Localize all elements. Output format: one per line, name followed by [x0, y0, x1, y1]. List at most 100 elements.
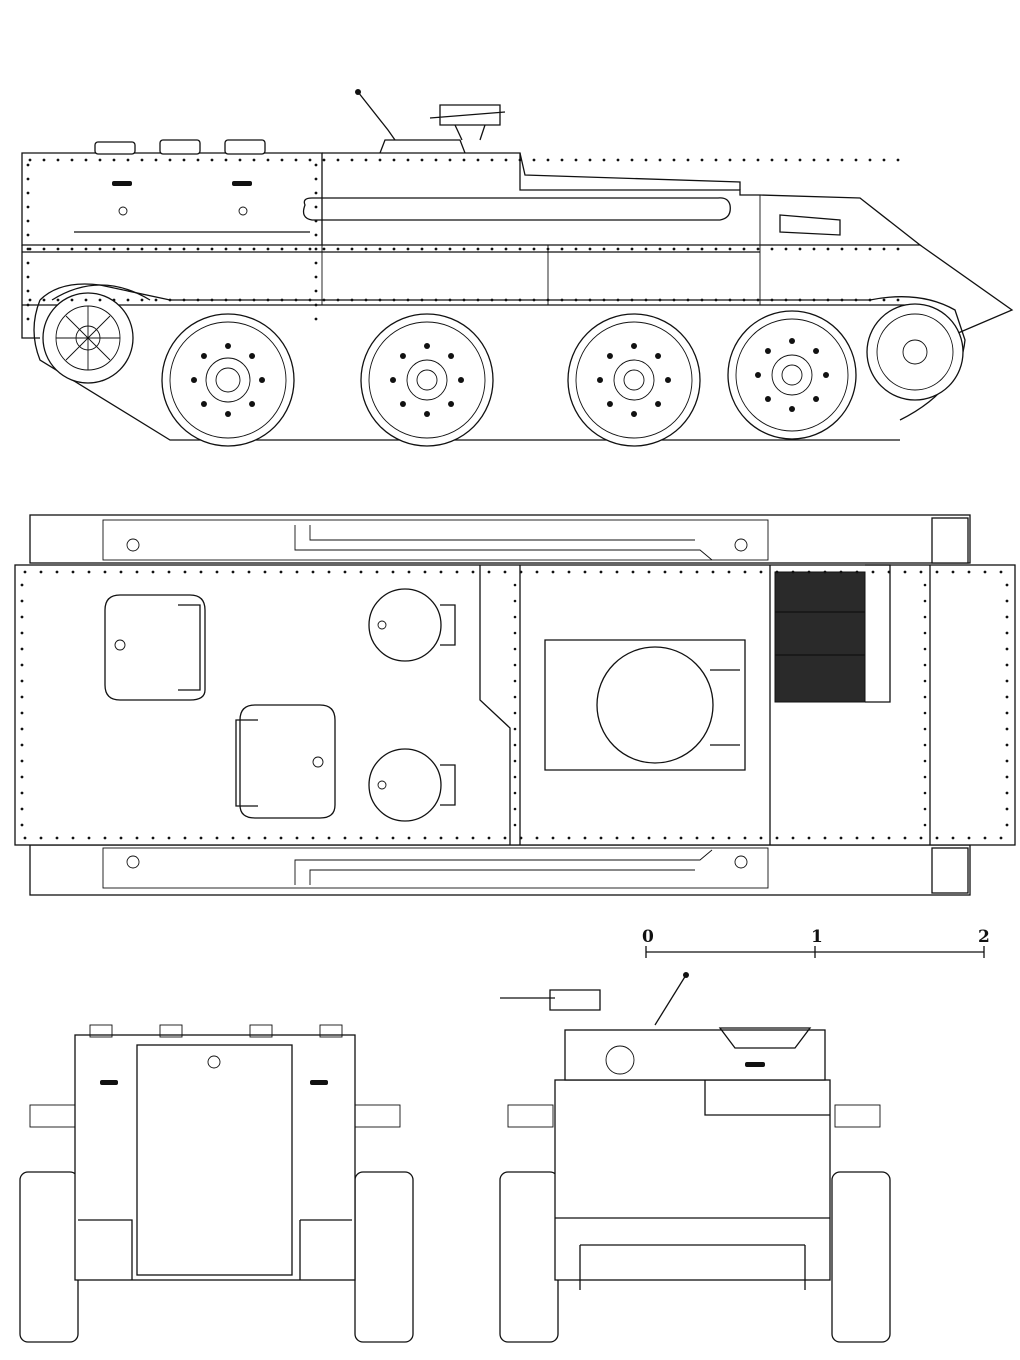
- rivet: [504, 298, 508, 302]
- rivet: [322, 247, 326, 251]
- rivet: [126, 158, 130, 162]
- rivet: [314, 177, 318, 181]
- rivet: [182, 158, 186, 162]
- rivet: [823, 372, 829, 378]
- rivet: [615, 570, 619, 574]
- rivet: [686, 298, 690, 302]
- rivet: [714, 158, 718, 162]
- rivet: [551, 570, 555, 574]
- rivet: [87, 836, 91, 840]
- rivet: [999, 570, 1003, 574]
- rivet: [711, 570, 715, 574]
- rivet: [462, 298, 466, 302]
- rivet: [26, 275, 30, 279]
- rivet: [599, 836, 603, 840]
- rivet: [407, 836, 411, 840]
- rivet: [26, 247, 30, 251]
- rivet: [616, 247, 620, 251]
- rivet: [826, 158, 830, 162]
- rivet: [200, 401, 207, 408]
- rivet: [923, 743, 927, 747]
- rivet: [560, 158, 564, 162]
- rivet: [513, 791, 517, 795]
- rivet: [247, 836, 251, 840]
- rivet: [343, 570, 347, 574]
- rivet: [327, 836, 331, 840]
- rivet: [280, 298, 284, 302]
- rivet: [392, 158, 396, 162]
- rivet: [98, 247, 102, 251]
- rivet: [518, 247, 522, 251]
- rivet: [182, 247, 186, 251]
- rivet: [791, 836, 795, 840]
- rivet: [903, 570, 907, 574]
- rivet: [513, 599, 517, 603]
- rivet: [399, 352, 406, 359]
- rivet: [631, 411, 637, 417]
- rivet: [308, 158, 312, 162]
- rivet: [23, 570, 27, 574]
- rivet: [784, 298, 788, 302]
- rivet: [672, 247, 676, 251]
- rivet: [314, 219, 318, 223]
- rivet: [84, 247, 88, 251]
- side-view: [21, 89, 1014, 447]
- rivet: [532, 247, 536, 251]
- rivet: [87, 570, 91, 574]
- rivet: [71, 836, 75, 840]
- rivet: [1005, 583, 1009, 587]
- rivet: [391, 570, 395, 574]
- rivet: [770, 298, 774, 302]
- rivet: [854, 298, 858, 302]
- front-view: [499, 972, 891, 1343]
- rivet: [140, 247, 144, 251]
- rivet: [854, 247, 858, 251]
- rivet: [644, 158, 648, 162]
- rivet: [20, 679, 24, 683]
- rivet: [807, 836, 811, 840]
- rivet: [26, 303, 30, 307]
- rivet: [616, 158, 620, 162]
- rivet: [967, 836, 971, 840]
- rivet: [839, 836, 843, 840]
- rivet: [923, 599, 927, 603]
- rivet: [231, 836, 235, 840]
- rivet: [359, 836, 363, 840]
- rivet: [1005, 695, 1009, 699]
- rivet: [378, 158, 382, 162]
- rivet: [20, 807, 24, 811]
- rivet: [199, 570, 203, 574]
- rivet: [532, 158, 536, 162]
- rivet: [476, 158, 480, 162]
- rivet: [23, 836, 27, 840]
- rivet: [513, 679, 517, 683]
- rivet: [923, 807, 927, 811]
- rivet: [775, 570, 779, 574]
- rivet: [759, 836, 763, 840]
- rivet: [26, 261, 30, 265]
- rivet: [112, 298, 116, 302]
- rivet: [311, 570, 315, 574]
- rivet: [280, 158, 284, 162]
- rivet: [20, 631, 24, 635]
- rivet: [854, 158, 858, 162]
- rivet: [655, 352, 662, 359]
- rivet: [743, 570, 747, 574]
- rivet: [574, 158, 578, 162]
- rivet: [597, 377, 603, 383]
- rivet: [84, 158, 88, 162]
- rivet: [826, 247, 830, 251]
- rivet: [26, 177, 30, 181]
- scale-label-1: 1: [811, 927, 823, 947]
- rivet: [20, 615, 24, 619]
- rivet: [518, 158, 522, 162]
- rivet: [225, 411, 231, 417]
- rivet: [560, 298, 564, 302]
- rivet: [658, 158, 662, 162]
- rivet: [314, 247, 318, 251]
- rivet: [567, 836, 571, 840]
- rivet: [665, 377, 671, 383]
- rivet: [295, 836, 299, 840]
- rivet: [20, 743, 24, 747]
- rivet: [700, 298, 704, 302]
